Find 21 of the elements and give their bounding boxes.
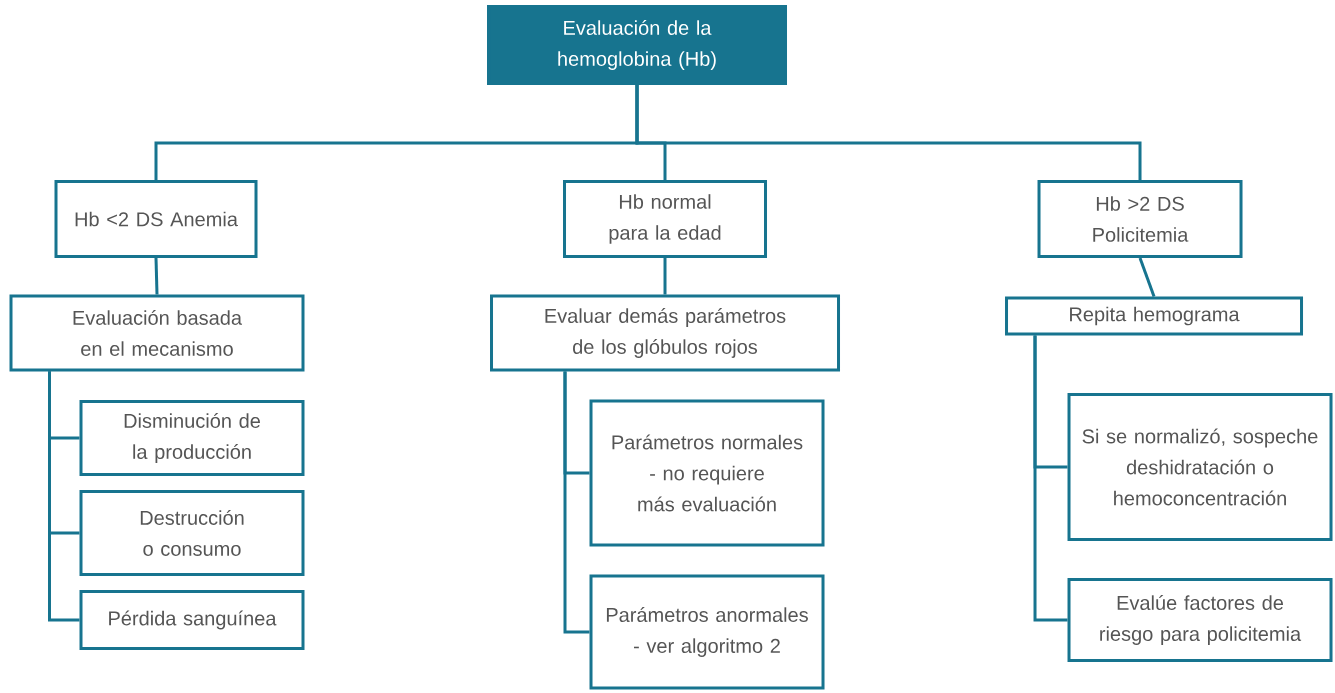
connector-line [154,257,159,295]
box: Hb >2 DS Policitemia [1037,180,1243,258]
connector-line [635,85,1142,180]
box: Evalúe factores de riesgo para policitemia [1067,578,1333,662]
box: Hb normal para la edad [563,180,767,258]
connector-line [1033,335,1068,622]
box: Pérdida sanguínea [79,590,305,650]
connector-line [563,371,590,634]
box: Disminución de la producción [79,400,305,476]
title-box: Evaluación de la hemoglobina (Hb) [487,5,787,85]
box: Hb <2 DS Anemia [54,180,258,258]
connector-line [1138,257,1156,297]
box: Repita hemograma [1005,296,1303,336]
box: Si se normalizó, sospeche deshidratación o hemoconcentración [1067,393,1333,541]
box: Evaluar demás parámetros de los glóbulos rojos [490,294,840,372]
box: Destrucción o consumo [79,490,305,576]
connector-line [48,371,80,622]
box: Evaluación basada en el mecanismo [9,294,305,372]
connector-line [663,258,667,295]
box: Parámetros anormales - ver algoritmo 2 [589,574,825,690]
box: Parámetros normales - no requiere más evaluación [589,399,825,547]
